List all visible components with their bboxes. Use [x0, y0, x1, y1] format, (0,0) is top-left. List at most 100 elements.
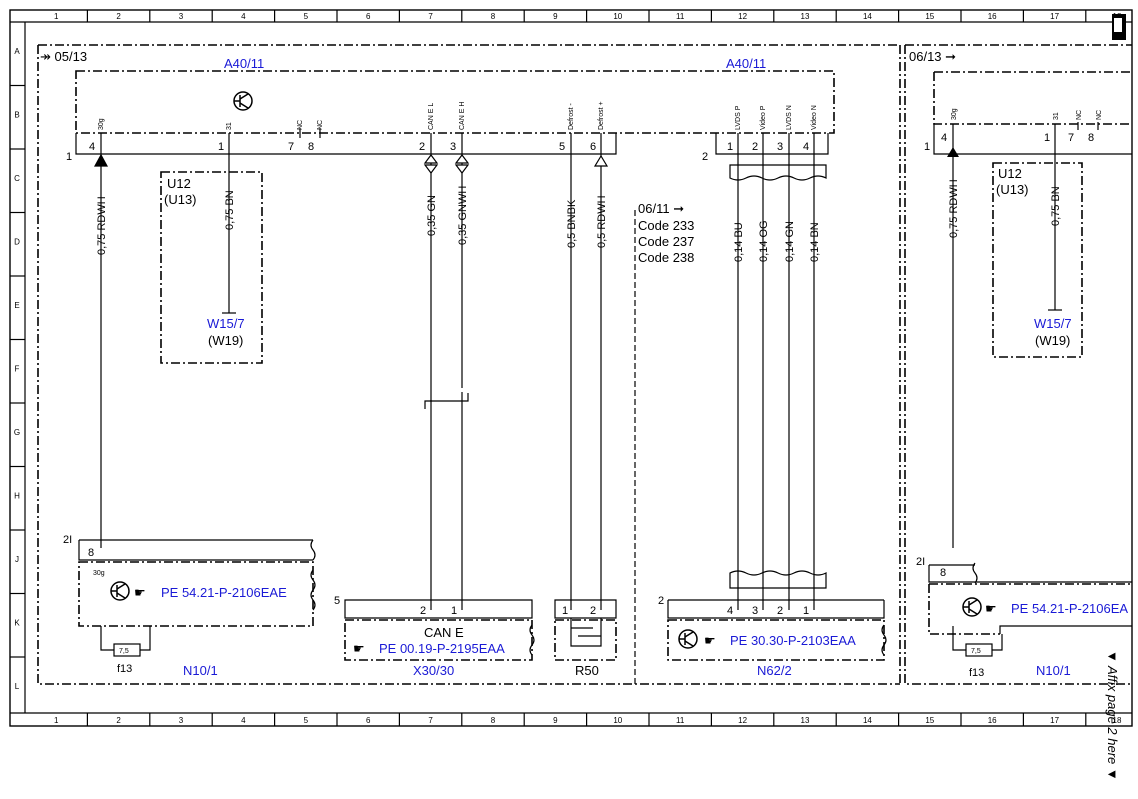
pin-label: 31	[226, 122, 233, 130]
pin-num-videon: 4	[803, 141, 809, 153]
col-label: 14	[863, 716, 872, 725]
n10-pin-8: 8	[88, 547, 94, 559]
pin-num-6: 6	[590, 141, 596, 153]
sheet-frame	[9, 9, 1133, 727]
col-label: 13	[801, 716, 810, 725]
hand-pointer-icon-x30: ☛	[353, 641, 365, 656]
right-n10-pin-8: 8	[940, 567, 946, 579]
wire-label: 0,75 RDWH	[96, 196, 108, 255]
pe-ref-n10-right[interactable]: PE 54.21-P-2106EA	[1011, 601, 1128, 616]
col-label: 5	[304, 716, 309, 725]
n62-label: N62/2	[757, 663, 792, 678]
hand-pointer-icon: ☛	[134, 585, 146, 600]
col-label: 1	[54, 716, 59, 725]
col-label: 6	[366, 716, 371, 725]
conn-label-2: 2	[702, 151, 708, 163]
pin-num-1: 1	[218, 141, 224, 153]
col-label: 16	[988, 716, 997, 725]
wire-label: 0,5 BNBK	[566, 199, 578, 248]
pin-label: Video P	[760, 105, 767, 130]
affix-note: ▼ Affix page 2 here ▼	[1105, 650, 1120, 781]
fuse-value-left: 7,5	[119, 648, 129, 655]
wire-label: 0,75 BN	[1050, 186, 1062, 226]
n62-pin-4: 4	[727, 605, 733, 617]
u13-label-right: (U13)	[996, 182, 1029, 197]
wire-label: 0,35 GN	[426, 195, 438, 236]
r50-conn-strip	[554, 599, 617, 619]
n62-conn-label: 2	[658, 595, 664, 607]
row-label: D	[14, 237, 20, 246]
pe-ref-n10-left[interactable]: PE 54.21-P-2106EAE	[161, 585, 287, 600]
col-label: 14	[863, 12, 872, 21]
col-label: 18	[1113, 716, 1122, 725]
row-label: J	[15, 555, 19, 564]
pin-label: LVDS N	[786, 105, 793, 130]
pe-ref-x30[interactable]: PE 00.19-P-2195EAA	[379, 641, 505, 656]
u13-label-left: (U13)	[164, 192, 197, 207]
pe-ref-n62[interactable]: PE 30.30-P-2103EAA	[730, 633, 856, 648]
row-label: L	[15, 682, 20, 691]
u12-box-right	[992, 162, 1083, 358]
shield-top	[729, 164, 827, 181]
code-238: Code 238	[638, 250, 694, 265]
row-label: K	[14, 618, 20, 627]
right-pin-7: 7	[1068, 132, 1074, 144]
pin-label: NC	[297, 120, 304, 130]
right-arrow-icon	[947, 147, 959, 157]
row-label: G	[14, 428, 20, 437]
f13-label-right: f13	[969, 667, 984, 679]
shield-bottom	[729, 570, 827, 589]
twisted-pair-marker	[424, 393, 469, 409]
w15-label-right: W15/7	[1034, 316, 1072, 331]
pin-ticks	[100, 128, 815, 142]
can-arrow-icons	[93, 153, 609, 174]
col-label: 17	[1050, 716, 1059, 725]
hand-pointer-icon-right: ☛	[985, 601, 997, 616]
n10-box	[78, 561, 314, 627]
col-label: 4	[241, 716, 246, 725]
col-label: 2	[116, 12, 121, 21]
col-label: 7	[428, 716, 433, 725]
col-label: 4	[241, 12, 246, 21]
row-label: B	[14, 110, 19, 119]
col-label: 8	[491, 12, 496, 21]
w15-label-left: W15/7	[207, 316, 245, 331]
pin-num-videop: 2	[752, 141, 758, 153]
pin-label: CAN E L	[428, 103, 435, 130]
x30-conn-label: 5	[334, 595, 340, 607]
left-ref-label: ↠ 05/13	[40, 49, 87, 64]
a40-label-left: A40/11	[224, 56, 264, 71]
col-label: 12	[738, 12, 747, 21]
pin-label: CAN E H	[459, 102, 466, 130]
col-label: 7	[428, 12, 433, 21]
fuse-f13-left	[113, 643, 141, 657]
pin-num-2: 2	[419, 141, 425, 153]
r50-label: R50	[575, 663, 599, 678]
pin-label: Defrost +	[598, 101, 605, 130]
col-label: 13	[801, 12, 810, 21]
right-conn-strip	[933, 133, 1132, 155]
right-n10-conn-strip	[928, 564, 1132, 583]
transistor-icon-n62	[678, 629, 698, 649]
n10-conn-strip	[78, 539, 313, 561]
w19-label-right: (W19)	[1035, 333, 1070, 348]
heater-element-icon	[570, 618, 602, 647]
transistor-icon-n10	[110, 581, 130, 601]
w19-label-left: (W19)	[208, 333, 243, 348]
col-label: 10	[613, 12, 622, 21]
col-label: 3	[179, 716, 184, 725]
n10-pin-30g: 30g	[93, 570, 105, 577]
right-pin-4: 4	[941, 132, 947, 144]
col-label: 5	[304, 12, 309, 21]
a40-label-right: A40/11	[726, 56, 766, 71]
col-label: 6	[366, 12, 371, 21]
f13-label-left: f13	[117, 663, 132, 675]
wire-label: 0,35 GNWH	[457, 186, 469, 245]
can-e-label: CAN E	[424, 625, 464, 640]
r50-pin-2: 2	[590, 605, 596, 617]
transistor-icon-right	[962, 597, 982, 617]
x30-box	[344, 619, 533, 661]
x30-pin-1: 1	[451, 605, 457, 617]
pin-label: Defrost -	[568, 102, 575, 130]
